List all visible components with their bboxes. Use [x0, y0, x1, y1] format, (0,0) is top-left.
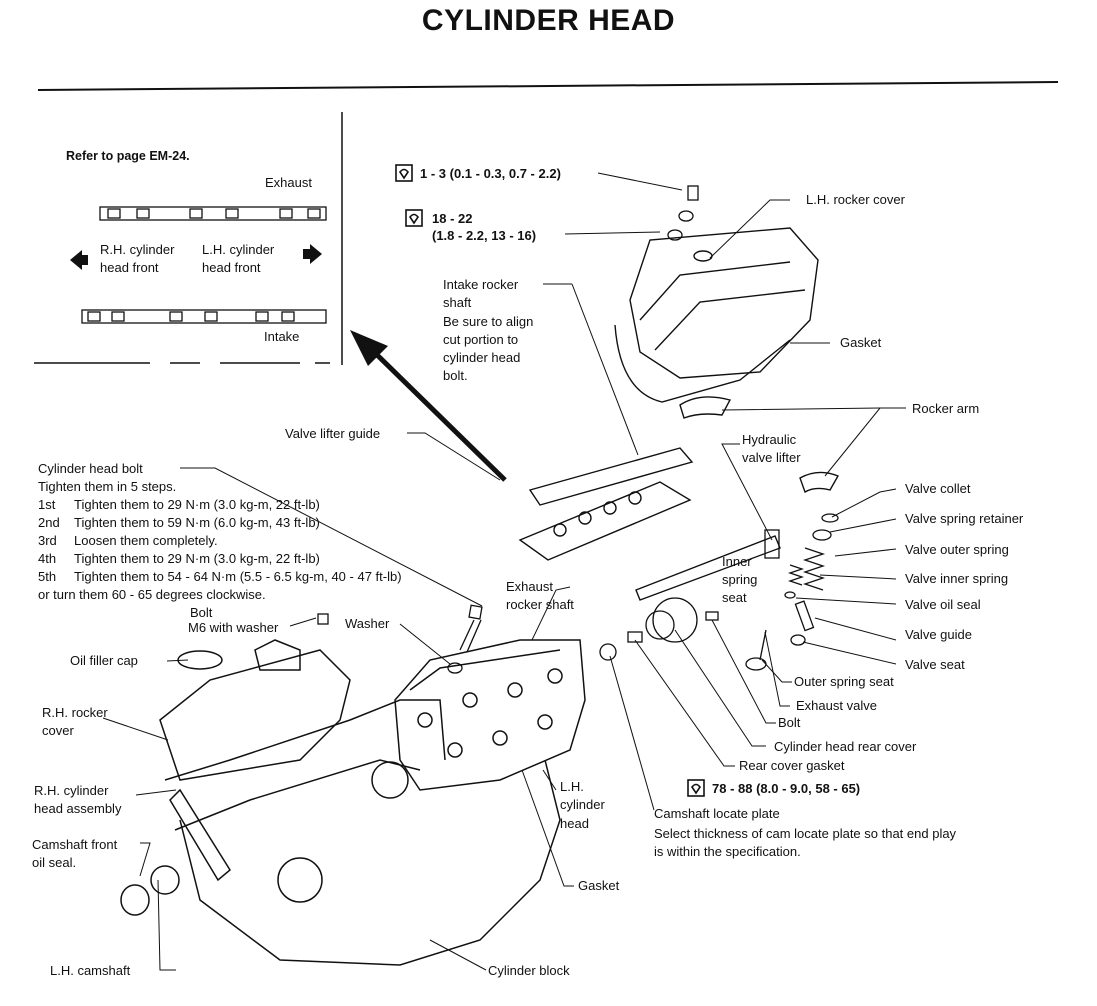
- inset-intake-shaft: [81, 309, 327, 324]
- label-lh-head-1: L.H.: [560, 779, 584, 794]
- label-outer-spring-seat: Outer spring seat: [794, 674, 894, 689]
- label-rh-rocker-cover-2: cover: [42, 723, 74, 738]
- cover-bolt-stack: [667, 185, 699, 241]
- label-lh-head-2: cylinder: [560, 797, 605, 812]
- inset-lh-front-1: L.H. cylinder: [202, 242, 275, 257]
- label-oil-filler-cap: Oil filler cap: [70, 653, 138, 668]
- pointer-arrow: [350, 330, 507, 482]
- bolt-outro: or turn them 60 - 65 degrees clockwise.: [38, 587, 266, 602]
- label-rear-cover: Cylinder head rear cover: [774, 739, 917, 754]
- label-rh-rocker-cover-1: R.H. rocker: [42, 705, 108, 720]
- torque-wrench-icon: [395, 164, 705, 797]
- label-valve-lifter-guide: Valve lifter guide: [285, 426, 381, 441]
- label-valve-collet: Valve collet: [905, 481, 971, 496]
- label-washer: Washer: [345, 616, 390, 631]
- label-lh-camshaft: L.H. camshaft: [50, 963, 131, 978]
- label-valve-outer-spring: Valve outer spring: [905, 542, 1009, 557]
- torque-spec-3: 78 - 88 (8.0 - 9.0, 58 - 65): [712, 781, 861, 796]
- label-rh-head-1: R.H. cylinder: [34, 783, 109, 798]
- label-hydraulic-1: Hydraulic: [742, 432, 797, 447]
- label-inner-spring-seat-2: spring: [722, 572, 758, 587]
- bolt-step-text: Loosen them completely.: [74, 533, 218, 548]
- bolt-heading: Cylinder head bolt: [38, 461, 143, 476]
- label-intake-shaft-6: bolt.: [443, 368, 468, 383]
- inset-exhaust-label: Exhaust: [265, 175, 312, 190]
- rocker-arm-right-drawing: [799, 471, 840, 494]
- label-gasket-top: Gasket: [840, 335, 882, 350]
- label-exhaust-valve: Exhaust valve: [796, 698, 877, 713]
- bolt-step-text: Tighten them to 29 N·m (3.0 kg-m, 22 ft-…: [74, 551, 320, 566]
- inset-lh-front-2: head front: [202, 260, 261, 275]
- label-exhaust-shaft-1: Exhaust: [506, 579, 553, 594]
- lh-rocker-cover-drawing: [614, 227, 819, 403]
- label-inner-spring-seat-3: seat: [722, 590, 747, 605]
- label-intake-shaft-2: shaft: [443, 295, 472, 310]
- label-cam-seal-2: oil seal.: [32, 855, 77, 870]
- bolt-step-n: 3rd: [38, 533, 57, 548]
- label-locate-note-2: is within the specification.: [654, 844, 801, 859]
- inset-rh-front-1: R.H. cylinder: [100, 242, 175, 257]
- label-lh-rocker-cover: L.H. rocker cover: [806, 192, 905, 207]
- bolt-step-n: 2nd: [38, 515, 60, 530]
- bolt-step-text: Tighten them to 59 N·m (6.0 kg-m, 43 ft-…: [74, 515, 320, 530]
- label-camshaft-locate-plate: Camshaft locate plate: [654, 806, 780, 821]
- bolt-step-n: 1st: [38, 497, 56, 512]
- bolt-step-n: 5th: [38, 569, 57, 584]
- label-intake-shaft-4: cut portion to: [443, 332, 519, 347]
- inset-refer: Refer to page EM-24.: [66, 149, 190, 163]
- label-intake-shaft-1: Intake rocker: [443, 277, 519, 292]
- label-gasket-bottom: Gasket: [578, 878, 620, 893]
- arrow-right-icon: [310, 244, 322, 264]
- bolt-step-n: 4th: [38, 551, 57, 566]
- rocker-arm-top-drawing: [679, 396, 732, 419]
- leader-lines: [102, 172, 906, 971]
- inset-rh-front-2: head front: [100, 260, 159, 275]
- torque-spec-2b: (1.8 - 2.2, 13 - 16): [432, 228, 537, 243]
- inset-intake-label: Intake: [264, 329, 300, 344]
- inset-exhaust-shaft: [99, 206, 327, 221]
- label-valve-spring-retainer: Valve spring retainer: [905, 511, 1024, 526]
- label-rh-head-2: head assembly: [34, 801, 122, 816]
- rear-cover-drawing: [599, 597, 719, 661]
- label-hydraulic-2: valve lifter: [742, 450, 801, 465]
- label-valve-inner-spring: Valve inner spring: [905, 571, 1009, 586]
- label-inner-spring-seat-1: Inner: [722, 554, 752, 569]
- label-rocker-arm: Rocker arm: [912, 401, 980, 416]
- label-bolt-m6-2: M6 with washer: [188, 620, 279, 635]
- label-intake-shaft-3: Be sure to align: [443, 314, 534, 329]
- label-cam-seal-1: Camshaft front: [32, 837, 118, 852]
- label-valve-oil-seal: Valve oil seal: [905, 597, 981, 612]
- label-exhaust-shaft-2: rocker shaft: [506, 597, 574, 612]
- label-valve-guide: Valve guide: [905, 627, 972, 642]
- label-intake-shaft-5: cylinder head: [443, 350, 521, 365]
- label-valve-seat: Valve seat: [905, 657, 965, 672]
- arrow-left-icon: [70, 250, 82, 270]
- header-rule: [37, 81, 1059, 91]
- label-cylinder-block: Cylinder block: [488, 963, 570, 978]
- inset-frame: [34, 112, 343, 365]
- rocker-shaft-assembly: [518, 447, 781, 601]
- label-bolt-m6-1: Bolt: [190, 605, 213, 620]
- page-title: CYLINDER HEAD: [421, 4, 676, 37]
- label-rear-cover-gasket: Rear cover gasket: [739, 758, 845, 773]
- torque-spec-2a: 18 - 22: [432, 211, 473, 226]
- bolt-intro: Tighten them in 5 steps.: [38, 479, 177, 494]
- torque-spec-1: 1 - 3 (0.1 - 0.3, 0.7 - 2.2): [420, 166, 561, 181]
- bolt-step-text: Tighten them to 29 N·m (3.0 kg-m, 22 ft-…: [74, 497, 320, 512]
- bolt-step-text: Tighten them to 54 - 64 N·m (5.5 - 6.5 k…: [74, 569, 402, 584]
- engine-block-drawing: [120, 639, 586, 966]
- head-bolt-drawing: [317, 604, 483, 674]
- label-bolt-right: Bolt: [778, 715, 801, 730]
- label-lh-head-3: head: [560, 816, 589, 831]
- label-locate-note-1: Select thickness of cam locate plate so …: [654, 826, 957, 841]
